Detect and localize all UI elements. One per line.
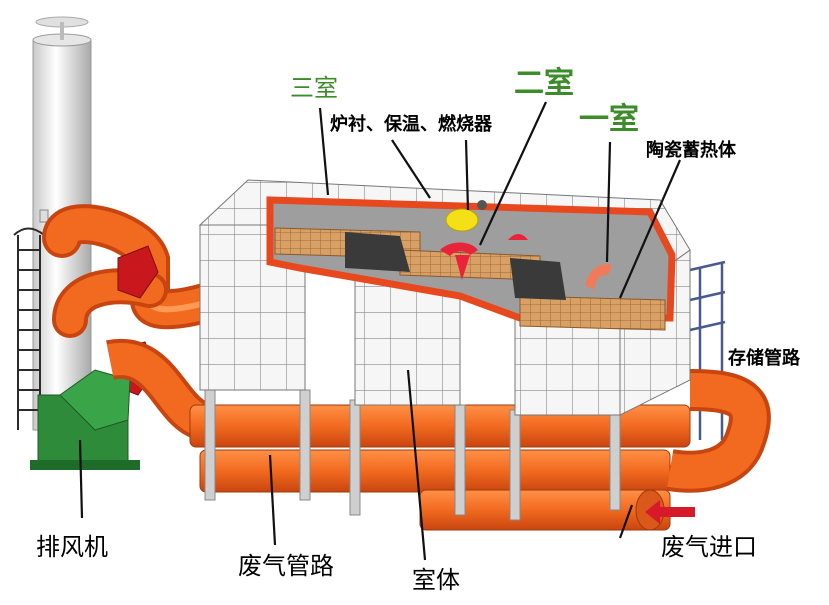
chamber-body	[198, 179, 691, 521]
label-room-3: 三室	[290, 74, 338, 102]
label-storage-pipe: 存储管路	[728, 348, 800, 369]
label-waste-gas-pipe: 废气管路	[238, 552, 334, 580]
label-exhaust-fan: 排风机	[36, 533, 108, 561]
label-room-2: 二室	[514, 66, 574, 101]
storage-pipe	[666, 369, 771, 493]
label-chamber-body: 室体	[412, 566, 460, 594]
access-ladder	[13, 227, 45, 430]
exhaust-fan	[30, 245, 159, 470]
label-ceramic-regenerator: 陶瓷蓄热体	[646, 140, 736, 161]
leader-lines	[78, 101, 682, 561]
label-lining-insulation-burner: 炉衬、保温、燃烧器	[330, 114, 492, 135]
side-platform	[689, 260, 726, 440]
label-room-1: 一室	[579, 102, 639, 137]
inlet-arrow-icon	[645, 500, 695, 524]
label-waste-gas-inlet: 废气进口	[661, 533, 757, 561]
